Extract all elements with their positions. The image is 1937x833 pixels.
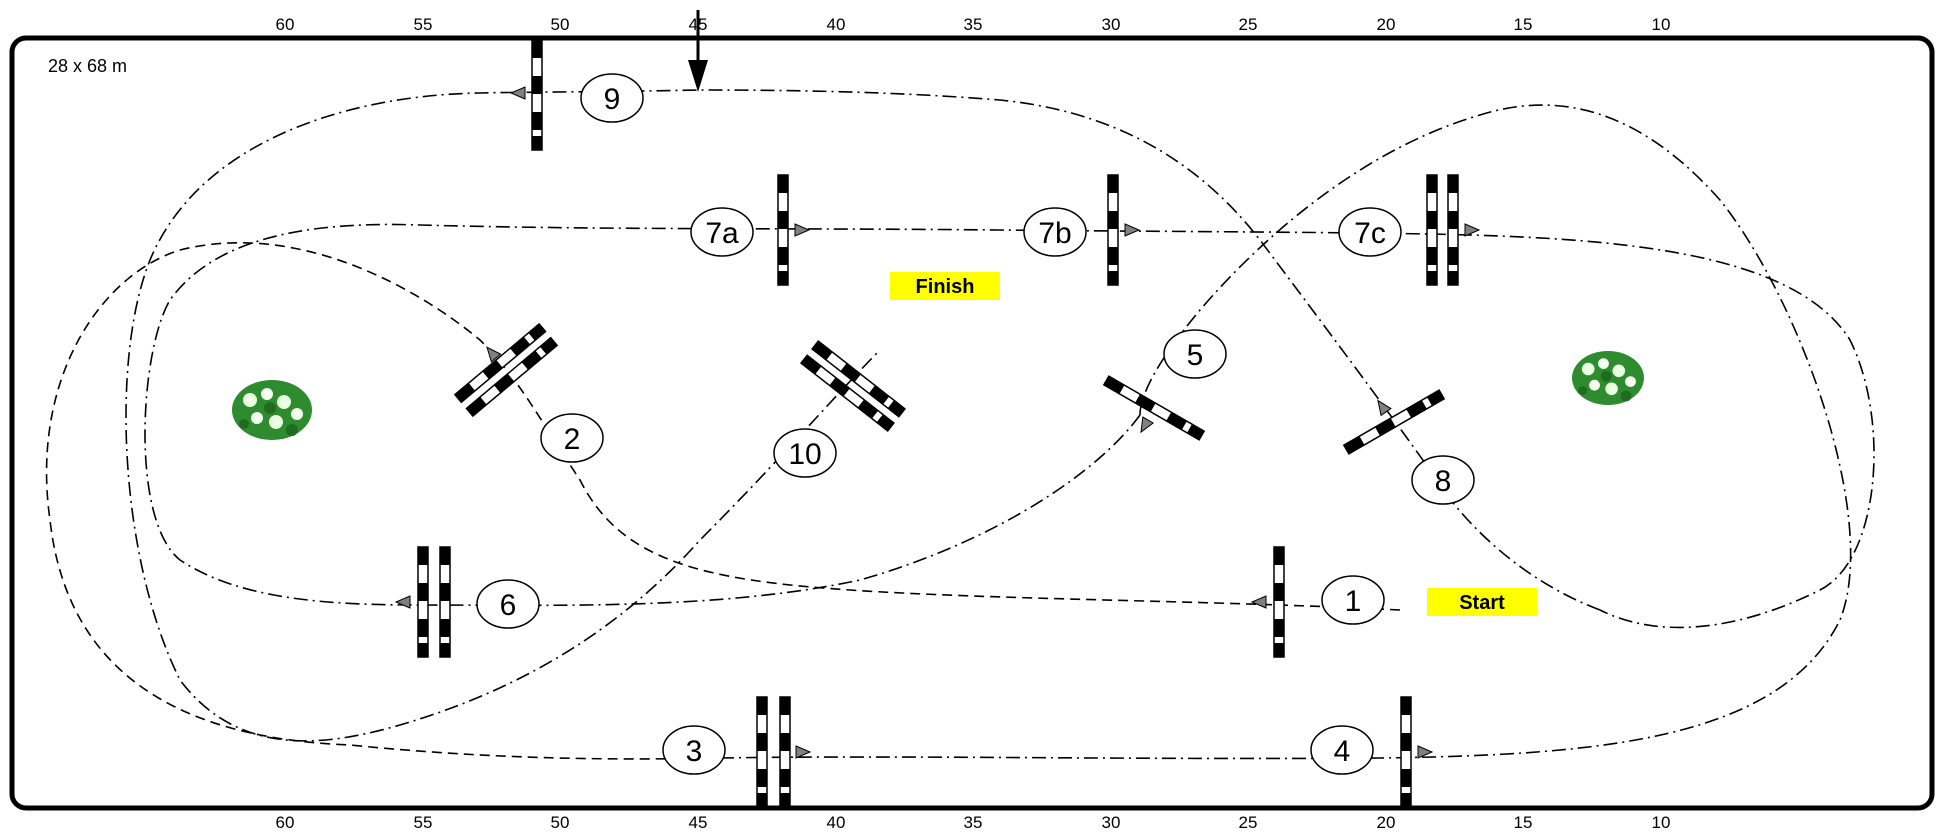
obstacle-label: 7a xyxy=(705,217,739,250)
obstacle-1: 1 xyxy=(1251,546,1385,658)
obstacle-6: 6 xyxy=(395,546,540,658)
obstacle-3: 3 xyxy=(662,696,811,808)
scale-mark: 20 xyxy=(1377,15,1396,34)
obstacle-label: 9 xyxy=(604,83,621,116)
bush-left xyxy=(232,380,312,440)
scale-mark: 60 xyxy=(276,813,295,832)
scale-mark: 55 xyxy=(414,813,433,832)
obstacle-label: 3 xyxy=(686,735,703,768)
scale-mark: 25 xyxy=(1239,15,1258,34)
scale-mark: 30 xyxy=(1102,813,1121,832)
scale-mark: 45 xyxy=(689,813,708,832)
obstacle-2: 2 xyxy=(454,323,604,463)
arena-border xyxy=(9,35,1935,811)
entry-arrow xyxy=(688,10,708,92)
course-path xyxy=(45,89,1875,760)
obstacle-label: 8 xyxy=(1435,465,1452,498)
finish-label: Finish xyxy=(916,276,975,298)
start-marker: Start xyxy=(1427,588,1537,616)
start-label: Start xyxy=(1459,592,1505,614)
scale-mark: 25 xyxy=(1239,813,1258,832)
scale-mark: 55 xyxy=(414,15,433,34)
obstacle-label: 7b xyxy=(1038,217,1071,250)
scale-mark: 50 xyxy=(551,813,570,832)
scale-mark: 15 xyxy=(1514,813,1533,832)
obstacle-7a: 7a xyxy=(690,174,810,286)
obstacle-8: 8 xyxy=(1343,389,1475,505)
scale-mark: 15 xyxy=(1514,15,1533,34)
scale-bottom: 60 55 50 45 40 35 30 25 20 15 10 xyxy=(276,813,1671,832)
scale-mark: 20 xyxy=(1377,813,1396,832)
bush-right xyxy=(1572,351,1644,405)
obstacle-label: 6 xyxy=(500,589,517,622)
scale-mark: 40 xyxy=(827,15,846,34)
obstacle-9: 9 xyxy=(510,39,644,151)
scale-mark: 10 xyxy=(1652,813,1671,832)
arena-size-label: 28 x 68 m xyxy=(48,56,127,76)
scale-mark: 40 xyxy=(827,813,846,832)
obstacle-4: 4 xyxy=(1310,696,1433,808)
scale-mark: 35 xyxy=(964,813,983,832)
obstacle-7c: 7c xyxy=(1338,174,1480,286)
finish-marker: Finish xyxy=(890,272,1000,300)
obstacle-label: 1 xyxy=(1345,585,1362,618)
obstacle-10: 10 xyxy=(773,340,906,478)
scale-mark: 50 xyxy=(551,15,570,34)
obstacle-7b: 7b xyxy=(1023,174,1140,286)
obstacle-label: 2 xyxy=(564,423,581,456)
scale-mark: 10 xyxy=(1652,15,1671,34)
scale-mark: 30 xyxy=(1102,15,1121,34)
scale-top: 60 55 50 45 40 35 30 25 20 15 10 xyxy=(276,15,1671,34)
obstacle-label: 4 xyxy=(1334,735,1351,768)
scale-mark: 35 xyxy=(964,15,983,34)
obstacle-5: 5 xyxy=(1103,329,1227,441)
scale-mark: 60 xyxy=(276,15,295,34)
obstacle-label: 5 xyxy=(1187,339,1204,372)
obstacle-label: 7c xyxy=(1354,217,1386,250)
obstacle-label: 10 xyxy=(788,438,821,471)
